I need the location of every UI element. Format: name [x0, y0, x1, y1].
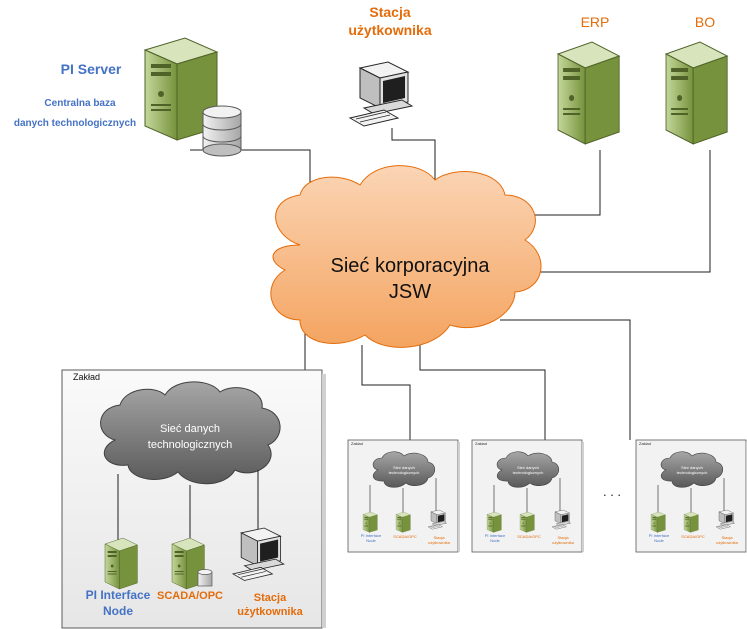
tech-network-label-1: Sieć danych — [160, 423, 220, 435]
small-pi-label-2: Node — [490, 538, 500, 543]
erp-server-icon — [557, 41, 620, 145]
small-network-label-1: Sieć danych — [393, 465, 415, 470]
small-station-label-2: użytkownika — [552, 540, 574, 545]
pi-interface-node-label-1: PI Interface — [85, 588, 151, 602]
pi-server-subtitle-2: danych technologicznych — [13, 118, 137, 129]
small-scada-icon — [683, 511, 699, 533]
small-scada-icon — [519, 511, 535, 533]
line-small-2 — [419, 345, 546, 440]
small-network-label-1: Sieć danych — [517, 465, 539, 470]
line-bo — [530, 150, 711, 273]
small-plant-title: Zakład — [351, 441, 364, 446]
bo-server-icon — [665, 41, 728, 145]
plant-title: Zakład — [73, 372, 101, 382]
small-pi-node-icon — [362, 511, 378, 533]
small-scada-label: SCADA/OPC — [393, 534, 417, 539]
small-plant-3 — [635, 439, 747, 553]
small-pi-label-1: PI Interface — [648, 533, 670, 538]
tech-cloud — [100, 381, 281, 485]
pi-interface-node-icon — [104, 537, 138, 590]
small-plant-title: Zakład — [475, 441, 488, 446]
scada-disk-icon — [197, 569, 213, 587]
small-network-label-2: technologicznych — [676, 470, 708, 475]
bo-label: BO — [694, 14, 716, 30]
small-plants — [347, 439, 747, 553]
small-pi-node-icon — [486, 511, 502, 533]
small-pi-label-1: PI Interface — [484, 533, 506, 538]
small-pi-label-1: PI Interface — [360, 533, 382, 538]
corporate-network-label-2: JSW — [388, 281, 432, 303]
line-small-3 — [500, 319, 631, 440]
small-network-label-2: technologicznych — [512, 470, 544, 475]
small-scada-label: SCADA/OPC — [681, 534, 705, 539]
plant-station-label-2: użytkownika — [237, 606, 303, 618]
plant-station-label-1: Stacja — [253, 592, 287, 604]
ellipsis: . . . — [602, 484, 622, 499]
scada-label: SCADA/OPC — [156, 590, 223, 602]
database-icon — [202, 105, 242, 157]
line-pi-server — [190, 149, 311, 195]
small-scada-label: SCADA/OPC — [517, 534, 541, 539]
tech-network-label-2: technologicznych — [147, 439, 233, 451]
small-station-label-2: użytkownika — [428, 540, 450, 545]
small-station-label-1: Stacja — [433, 535, 445, 540]
pi-interface-node-label-2: Node — [103, 604, 133, 618]
small-station-label-1: Stacja — [721, 535, 733, 540]
small-pi-label-2: Node — [366, 538, 376, 543]
small-plant-2 — [471, 439, 584, 553]
small-network-label-1: Sieć danych — [681, 465, 703, 470]
small-pi-label-2: Node — [654, 538, 664, 543]
small-station-label-1: Stacja — [557, 535, 569, 540]
small-station-label-2: użytkownika — [716, 540, 738, 545]
small-plant-title: Zakład — [639, 441, 652, 446]
small-plant-1 — [347, 439, 460, 553]
corporate-network-label-1: Sieć korporacyjna — [330, 255, 490, 277]
pi-server-title: PI Server — [60, 61, 122, 77]
small-network-label-2: technologicznych — [388, 470, 420, 475]
small-pi-node-icon — [650, 511, 666, 533]
user-station-top-label-1: Stacja — [369, 4, 411, 20]
line-user-station — [391, 128, 436, 195]
user-station-top-icon — [349, 61, 413, 127]
corporate-cloud — [270, 165, 542, 348]
user-station-top-label-2: użytkownika — [348, 22, 432, 38]
pi-server-subtitle-1: Centralna baza — [44, 98, 116, 109]
small-scada-icon — [395, 511, 411, 533]
line-small-1 — [361, 345, 411, 440]
erp-label: ERP — [580, 14, 610, 30]
